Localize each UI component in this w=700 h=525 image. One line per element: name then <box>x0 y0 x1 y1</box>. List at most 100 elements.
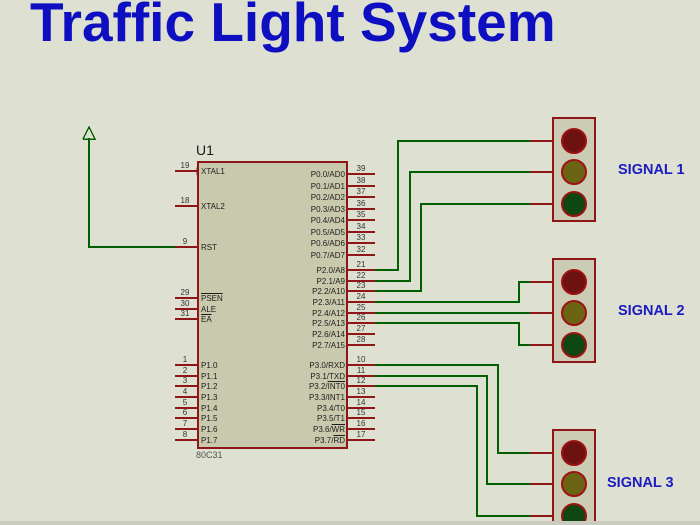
signal-1-red-light <box>561 128 587 154</box>
pin-stub-30[interactable] <box>175 308 197 310</box>
pin-label-P1.7: P1.7 <box>201 436 218 445</box>
pin-label-RST: RST <box>201 243 217 252</box>
wire-s1-red[interactable] <box>375 140 530 271</box>
pin-stub-25[interactable] <box>348 312 375 314</box>
pin-stub-31[interactable] <box>175 318 197 320</box>
pin-number-22: 22 <box>356 271 366 280</box>
pin-number-17: 17 <box>356 430 366 439</box>
pin-label-P1.3: P1.3 <box>201 393 218 402</box>
pin-stub-32[interactable] <box>348 254 375 256</box>
signal-3-green-light <box>561 503 587 525</box>
pin-stub-9[interactable] <box>175 246 197 248</box>
pin-stub-3[interactable] <box>175 385 197 387</box>
pin-number-9: 9 <box>182 237 188 246</box>
traffic-light-signal-2[interactable] <box>552 258 596 363</box>
canvas-bottom-edge <box>0 521 700 525</box>
ic-80c31-body[interactable] <box>197 161 348 449</box>
pin-number-27: 27 <box>356 324 366 333</box>
pin-number-33: 33 <box>356 233 366 242</box>
traffic-light-signal-3[interactable] <box>552 429 596 525</box>
pin-stub-17[interactable] <box>348 439 375 441</box>
pin-label-P3.7/: P3.7/RD <box>314 436 345 445</box>
pin-label-PSEN: PSEN <box>201 294 223 303</box>
pin-stub-34[interactable] <box>348 231 375 233</box>
wire-s2-green[interactable] <box>375 322 530 346</box>
active-low-overline: PSEN <box>201 294 223 303</box>
pin-stub-7[interactable] <box>175 428 197 430</box>
pin-number-35: 35 <box>356 210 366 219</box>
pin-number-2: 2 <box>182 366 188 375</box>
pin-label-P1.2: P1.2 <box>201 382 218 391</box>
signal-1-label: SIGNAL 1 <box>618 162 685 178</box>
pin-stub-21[interactable] <box>348 269 375 271</box>
pin-stub-16[interactable] <box>348 428 375 430</box>
pin-number-34: 34 <box>356 222 366 231</box>
pin-stub-38[interactable] <box>348 185 375 187</box>
pin-label-P0.3/AD3: P0.3/AD3 <box>310 205 345 214</box>
pin-label-P0.0/AD0: P0.0/AD0 <box>310 170 345 179</box>
pin-label-P2.0/A8: P2.0/A8 <box>316 266 345 275</box>
wire-s3-green[interactable] <box>375 385 530 517</box>
wire-s3-yellow[interactable] <box>375 375 530 485</box>
pin-number-19: 19 <box>180 161 190 170</box>
pin-stub-1[interactable] <box>175 364 197 366</box>
pin-number-31: 31 <box>180 309 190 318</box>
pin-label-P3.3/INT1: P3.3/INT1 <box>308 393 345 402</box>
active-low-overline: INT0 <box>327 382 345 391</box>
ic-part-label: 80C31 <box>196 450 223 460</box>
pin-label-P2.4/A12: P2.4/A12 <box>312 309 345 318</box>
pin-stub-35[interactable] <box>348 219 375 221</box>
pin-stub-29[interactable] <box>175 297 197 299</box>
pin-stub-6[interactable] <box>175 417 197 419</box>
pin-label-P3.6/: P3.6/WR <box>312 425 345 434</box>
pin-stub-4[interactable] <box>175 396 197 398</box>
power-terminal-icon[interactable] <box>82 125 97 140</box>
pin-stub-27[interactable] <box>348 333 375 335</box>
wire-s1-yellow[interactable] <box>375 171 530 282</box>
pin-label-P2.6/A14: P2.6/A14 <box>312 330 345 339</box>
pin-stub-37[interactable] <box>348 196 375 198</box>
pin-number-12: 12 <box>356 376 366 385</box>
pin-stub-5[interactable] <box>175 407 197 409</box>
pin-stub-10[interactable] <box>348 364 375 366</box>
wire-rst-power[interactable] <box>88 138 175 248</box>
pin-stub-28[interactable] <box>348 344 375 346</box>
pin-stub-24[interactable] <box>348 301 375 303</box>
ic-reference-label: U1 <box>196 142 214 158</box>
wire-s1-green[interactable] <box>375 203 530 292</box>
pin-label-P3.4/T0: P3.4/T0 <box>316 404 345 413</box>
pin-stub-18[interactable] <box>175 205 197 207</box>
pin-stub-19[interactable] <box>175 170 197 172</box>
pin-stub-39[interactable] <box>348 173 375 175</box>
pin-label-P1.0: P1.0 <box>201 361 218 370</box>
active-low-overline: RD <box>333 436 345 445</box>
signal-3-label: SIGNAL 3 <box>607 475 674 491</box>
pin-label-EA: EA <box>201 315 212 324</box>
pin-stub-15[interactable] <box>348 417 375 419</box>
pin-stub-33[interactable] <box>348 242 375 244</box>
pin-stub-14[interactable] <box>348 407 375 409</box>
pin-label-P1.6: P1.6 <box>201 425 218 434</box>
traffic-light-signal-1[interactable] <box>552 117 596 222</box>
pin-stub-8[interactable] <box>175 439 197 441</box>
pin-stub-12[interactable] <box>348 385 375 387</box>
pin-number-1: 1 <box>182 355 188 364</box>
wire-s3-red[interactable] <box>375 364 530 454</box>
pin-number-36: 36 <box>356 199 366 208</box>
pin-stub-36[interactable] <box>348 208 375 210</box>
pin-number-24: 24 <box>356 292 366 301</box>
pin-stub-11[interactable] <box>348 375 375 377</box>
pin-stub-2[interactable] <box>175 375 197 377</box>
pin-stub-23[interactable] <box>348 290 375 292</box>
pin-label-XTAL2: XTAL2 <box>201 202 225 211</box>
pin-stub-26[interactable] <box>348 322 375 324</box>
wire-s2-red[interactable] <box>375 281 530 303</box>
signal-2-yellow-light <box>561 300 587 326</box>
pin-label-P2.1/A9: P2.1/A9 <box>316 277 345 286</box>
pin-stub-22[interactable] <box>348 280 375 282</box>
pin-number-21: 21 <box>356 260 366 269</box>
pin-label-P2.3/A11: P2.3/A11 <box>312 298 345 307</box>
pin-stub-13[interactable] <box>348 396 375 398</box>
pin-label-P1.1: P1.1 <box>201 372 218 381</box>
